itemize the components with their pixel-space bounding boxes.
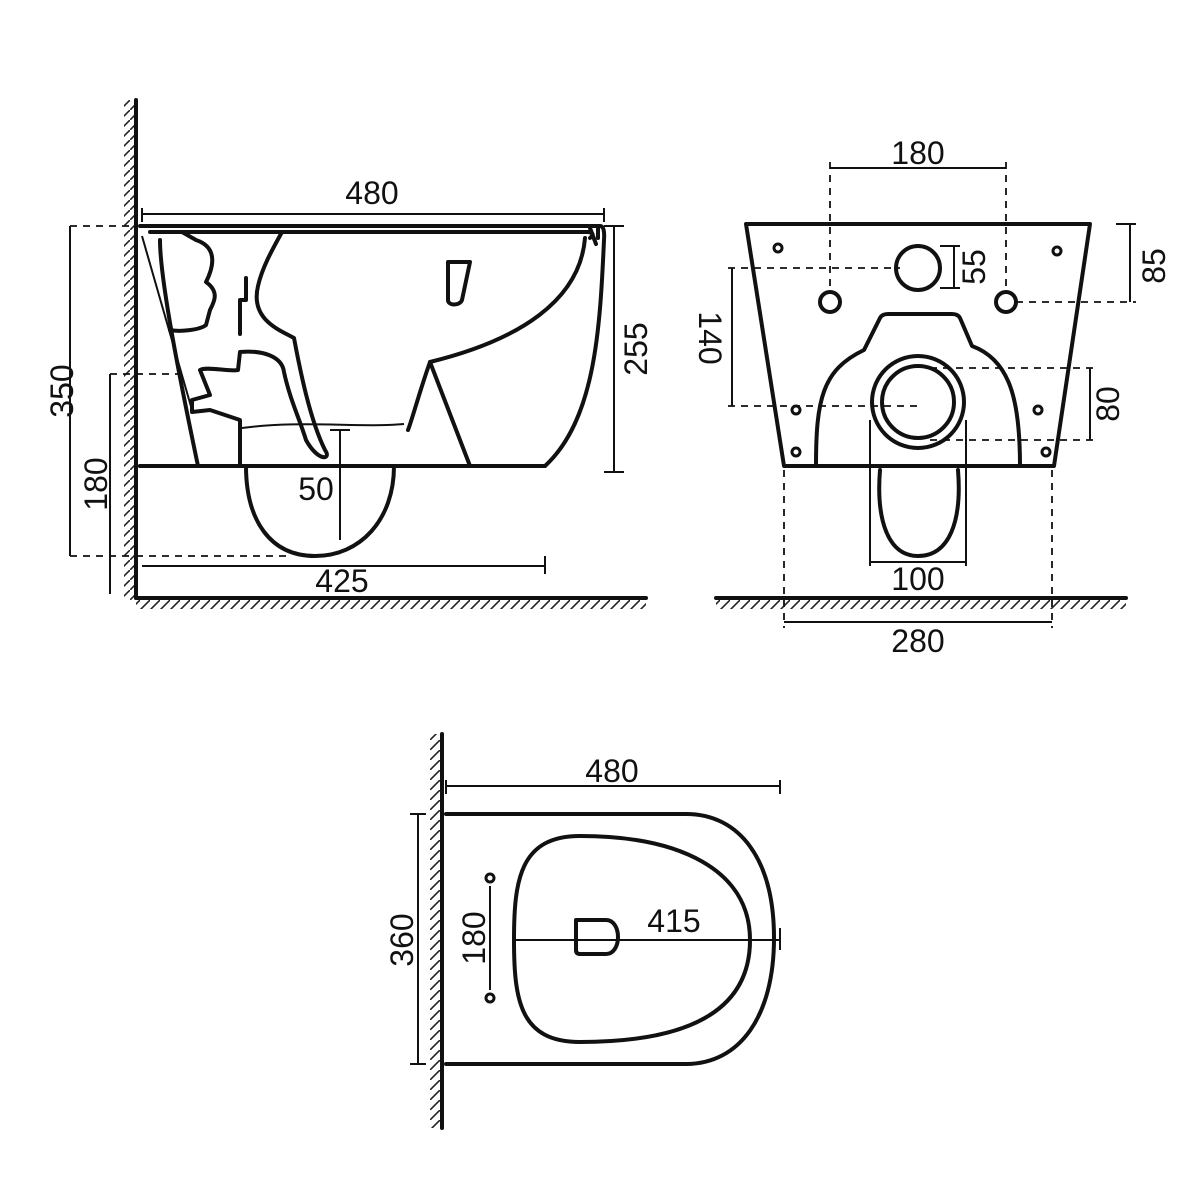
rear-bolt-hole-left: [818, 290, 842, 314]
side-floor: [134, 596, 648, 609]
rear-screw-bl: [790, 446, 802, 458]
rear-view: 180 55 85 140 80 100 280: [692, 135, 1172, 659]
top-dim-bowl-length-label: 415: [647, 903, 700, 939]
top-dimension-lines: [410, 780, 781, 1065]
top-bolt-hole-upper: [484, 872, 496, 884]
rear-dim-outlet-offset-label: 80: [1090, 386, 1126, 422]
top-toilet-body: [444, 812, 776, 1066]
top-dim-width-label: 360: [384, 913, 420, 966]
rear-inlet-hole: [894, 244, 942, 292]
rear-dim-outlet-width-label: 100: [891, 561, 944, 597]
rear-dim-inlet-offset-label: 55: [956, 249, 992, 285]
side-dim-height-total-label: 350: [44, 364, 80, 417]
rear-dim-inlet-to-outlet-label: 140: [692, 311, 728, 364]
side-dim-outlet-offset-label: 50: [298, 471, 334, 507]
side-wall: [124, 98, 138, 600]
rear-screw-mr: [1032, 404, 1044, 416]
rear-screw-tl: [772, 242, 784, 254]
rear-dim-top-to-bolts-label: 85: [1136, 248, 1172, 284]
rear-screw-ml: [790, 404, 802, 416]
top-dim-depth-label: 480: [585, 753, 638, 789]
side-view: 480 350 255 180 50 425: [44, 98, 654, 609]
rear-bolt-hole-right: [994, 290, 1018, 314]
rear-screw-br: [1040, 446, 1052, 458]
top-dim-bolt-spacing-label: 180: [456, 911, 492, 964]
rear-outlet-inner: [880, 364, 956, 440]
side-dim-outlet-distance-label: 425: [315, 563, 368, 599]
side-dim-outlet-height-label: 180: [78, 457, 114, 510]
side-dim-height-body-label: 255: [618, 322, 654, 375]
top-bolt-hole-lower: [484, 992, 496, 1004]
rear-dim-bolt-spacing-label: 180: [891, 135, 944, 171]
rear-floor: [714, 596, 1128, 609]
side-dimension-lines: [69, 208, 624, 594]
side-toilet-body: [138, 224, 607, 558]
rear-toilet-body: [744, 222, 1092, 558]
top-view: 480 360 180 415: [384, 732, 781, 1130]
rear-dim-base-width-label: 280: [891, 623, 944, 659]
top-wall: [430, 732, 444, 1130]
side-dim-depth-label: 480: [345, 175, 398, 211]
rear-dimension-lines: [728, 162, 1136, 628]
rear-screw-tr: [1051, 245, 1063, 257]
